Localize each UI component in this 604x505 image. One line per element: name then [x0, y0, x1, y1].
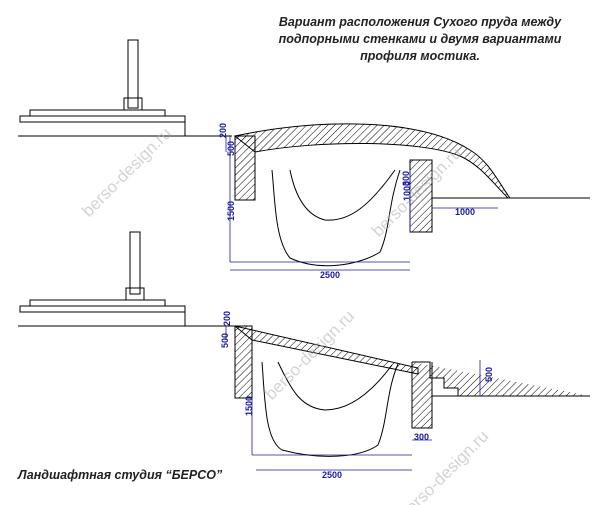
watermark-4: berso-design.ru	[395, 427, 492, 505]
top-dim-200: 200	[218, 123, 228, 138]
bottom-dim-300: 300	[414, 432, 429, 442]
top-pond-bowl	[271, 169, 401, 267]
bottom-dim-2500: 2500	[322, 470, 342, 480]
bottom-section	[18, 231, 590, 471]
bottom-dim-200: 200	[222, 311, 232, 326]
watermark-1: berso-design.ru	[78, 124, 175, 221]
top-dim-300: 300	[401, 171, 411, 186]
top-pavilion	[19, 39, 186, 136]
top-dim-2500: 2500	[320, 270, 340, 280]
bottom-right-wall	[411, 361, 590, 429]
bottom-pond-bowl	[261, 361, 399, 457]
top-section	[18, 39, 590, 271]
top-bridge-arch	[233, 123, 580, 199]
caption-line-3: профиля мостика.	[360, 49, 480, 63]
studio-name: Ландшафтная студия “БЕРСО”	[18, 468, 223, 482]
top-dim-1000-vert: 1000	[402, 181, 412, 201]
top-dim-1000: 1000	[455, 207, 475, 217]
caption-line-1: Вариант расположения Сухого пруда между	[278, 15, 562, 29]
top-dim-1500: 1500	[226, 201, 236, 221]
caption: Вариант расположения Сухого пруда между …	[255, 14, 585, 65]
top-dim-500: 500	[226, 141, 236, 156]
bottom-dim-1500: 1500	[244, 396, 254, 416]
bottom-dim-500-right: 500	[484, 367, 494, 382]
bottom-pavilion	[19, 231, 186, 326]
bottom-dim-500: 500	[220, 333, 230, 348]
caption-line-2: подпорными стенками и двумя вариантами	[278, 32, 562, 46]
